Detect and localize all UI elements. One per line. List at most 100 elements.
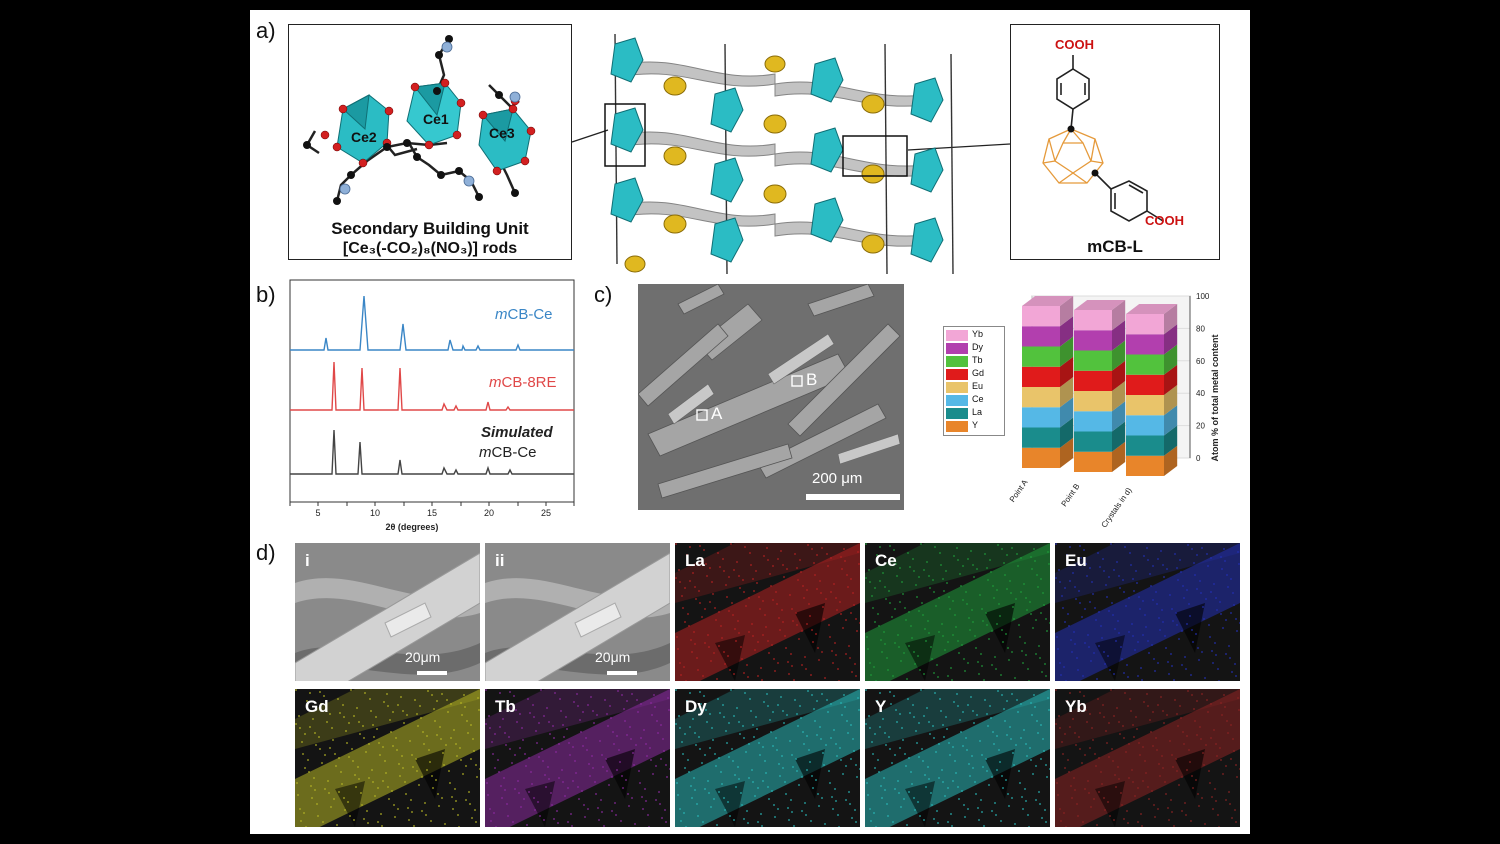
eds-tile-ce: Ce: [865, 543, 1050, 681]
legend-item-tb: Tb: [944, 355, 1004, 368]
y-tick-label: 60: [1196, 357, 1205, 366]
eds-tile-y: Y: [865, 689, 1050, 827]
category-label: Crystals in d): [1099, 486, 1133, 530]
eds-tile-dy: Dy: [675, 689, 860, 827]
bar-segment-y: [1126, 455, 1164, 476]
scale-bar-label: 20μm: [595, 649, 631, 665]
bar-side-yb: [1060, 296, 1074, 327]
xrd-legend-mcb-ce: mCB-Ce: [495, 306, 553, 323]
bar-segment-tb: [1022, 346, 1060, 367]
elemental-map-texture: [1055, 543, 1240, 681]
bar-side-gd: [1060, 356, 1074, 387]
xrd-xtick: 25: [541, 508, 551, 518]
xrd-trace-mcb-8re: [290, 361, 574, 411]
category-label: Point A: [1008, 477, 1030, 503]
legend-label: Eu: [972, 381, 984, 391]
elemental-map-texture: [865, 689, 1050, 827]
bar-side-gd: [1164, 364, 1178, 395]
bar-side-ce: [1060, 397, 1074, 428]
legend-swatch: [946, 395, 968, 406]
bar-segment-eu: [1126, 395, 1164, 416]
legend-item-eu: Eu: [944, 381, 1004, 394]
bar-segment-ce: [1022, 407, 1060, 428]
panel-label-b: b): [256, 282, 276, 307]
sem-scale-label: 200 μm: [812, 470, 863, 487]
eds-tile-gd: Gd: [295, 689, 480, 827]
bar-side-tb: [1164, 344, 1178, 375]
legend-label: Ce: [972, 394, 984, 404]
legend-swatch: [946, 421, 968, 432]
legend-label: Yb: [972, 329, 984, 339]
panel-label-a: a): [256, 18, 276, 43]
ce1-label: Ce1: [423, 111, 449, 127]
bar-segment-ce: [1126, 415, 1164, 436]
y-tick-label: 0: [1196, 454, 1201, 463]
panel-label-d: d): [256, 540, 276, 565]
legend-swatch: [946, 343, 968, 354]
bar-side-y: [1112, 441, 1126, 472]
eds-tile-label: Tb: [495, 697, 516, 716]
xrd-trace-simulated: [290, 429, 574, 475]
bar-side-tb: [1112, 340, 1126, 371]
bar-segment-la: [1126, 435, 1164, 456]
sbu-box: Ce2 Ce1 Ce3 Secondary Building Unit [Ce₃…: [288, 24, 572, 260]
figure-page: a): [250, 10, 1250, 834]
bar-side-dy: [1112, 320, 1126, 351]
bar-side-eu: [1112, 381, 1126, 412]
eds-tile-label: Yb: [1065, 697, 1087, 716]
legend-swatch: [946, 330, 968, 341]
elemental-map-texture: [675, 543, 860, 681]
xrd-xtick: 15: [427, 508, 437, 518]
xrd-legend-simulated-line2: mCB-Ce: [479, 444, 537, 461]
legend-item-yb: Yb: [944, 329, 1004, 342]
bar-segment-dy: [1074, 330, 1112, 351]
bar-segment-yb: [1022, 306, 1060, 327]
sbu-title: Secondary Building Unit: [331, 219, 529, 238]
legend-swatch: [946, 356, 968, 367]
bar-segment-dy: [1022, 326, 1060, 347]
bar-segment-y: [1022, 447, 1060, 468]
stack-ylabel: Atom % of total metal content: [1210, 334, 1220, 461]
xrd-legend-simulated-line1: Simulated: [481, 424, 553, 441]
bar-segment-tb: [1126, 354, 1164, 375]
legend-item-gd: Gd: [944, 368, 1004, 381]
bar-side-y: [1164, 445, 1178, 476]
xrd-legend-mcb-8re: mCB-8RE: [489, 374, 557, 391]
framework-packing-illustration: [604, 33, 954, 274]
eds-tile-label: ii: [495, 551, 505, 570]
linker-name: mCB-L: [1087, 237, 1143, 256]
elemental-map-texture: [1055, 689, 1240, 827]
legend-item-dy: Dy: [944, 342, 1004, 355]
xrd-xlabel: 2θ (degrees): [386, 522, 439, 532]
sbu-formula: [Ce₃(-CO₂)₈(NO₃)] rods: [342, 240, 518, 257]
bar-side-dy: [1164, 324, 1178, 355]
sem-image-crystals: A B 200 μm: [638, 284, 904, 510]
bar-side-y: [1060, 437, 1074, 468]
bar-side-gd: [1112, 360, 1126, 391]
bar-side-la: [1164, 425, 1178, 456]
bar-segment-yb: [1074, 310, 1112, 331]
bar-segment-gd: [1126, 374, 1164, 395]
cooh-bottom: COOH: [1145, 213, 1184, 228]
bar-segment-gd: [1074, 370, 1112, 391]
bar-side-dy: [1060, 316, 1074, 347]
ce2-label: Ce2: [351, 129, 377, 145]
eds-tile-tb: Tb: [485, 689, 670, 827]
eds-tile-yb: Yb: [1055, 689, 1240, 827]
elemental-map-texture: [865, 543, 1050, 681]
bar-segment-la: [1022, 427, 1060, 448]
bar-side-ce: [1112, 401, 1126, 432]
eds-tile-label: Gd: [305, 697, 329, 716]
y-tick-label: 100: [1196, 292, 1210, 301]
bar-segment-y: [1074, 451, 1112, 472]
bar-side-eu: [1060, 377, 1074, 408]
mcb-l-structure: [1042, 55, 1164, 222]
sem-scale-bar: [806, 494, 900, 500]
eds-tile-label: Ce: [875, 551, 897, 570]
bar-top-yb: [1126, 304, 1178, 314]
eds-tile-label: La: [685, 551, 705, 570]
bar-segment-tb: [1074, 350, 1112, 371]
bar-segment-eu: [1022, 387, 1060, 408]
category-label: Point B: [1059, 482, 1081, 508]
bar-segment-yb: [1126, 314, 1164, 335]
